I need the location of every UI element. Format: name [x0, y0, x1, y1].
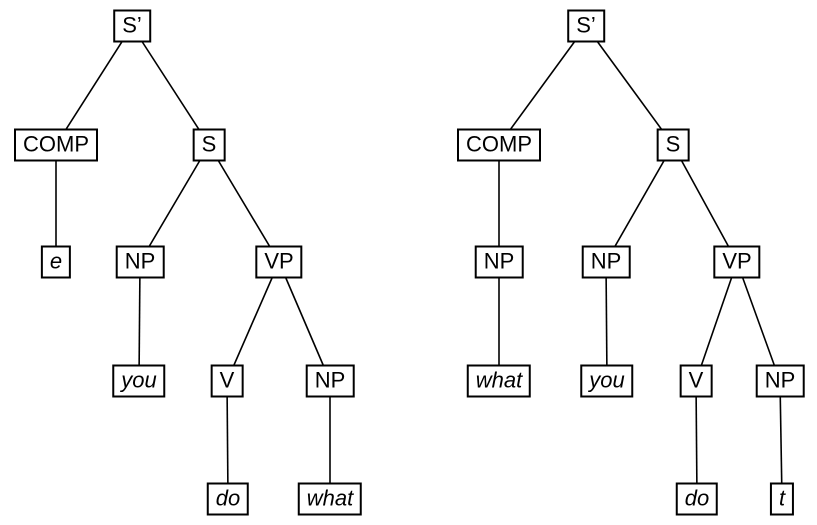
tree-right-edge-s-bar-comp — [498, 25, 587, 146]
tree-right-node-t: t — [769, 482, 795, 516]
tree-left-edge-s-bar-s — [131, 25, 210, 146]
tree-right-node-what: what — [466, 364, 532, 398]
tree-right-edge-s-bar-s — [585, 25, 674, 146]
tree-left-node-np-subj: NP — [115, 245, 165, 279]
tree-right-edge-np-obj-t — [779, 380, 783, 500]
tree-left-node-what: what — [297, 482, 363, 516]
tree-left-edge-s-np-subj — [139, 144, 210, 263]
tree-left-node-comp: COMP — [14, 128, 98, 162]
tree-right-edge-vp-np-obj — [736, 261, 781, 382]
tree-left-node-np-obj: NP — [305, 364, 355, 398]
tree-right-node-vp: VP — [713, 245, 761, 279]
tree-left-node-e: e — [40, 245, 72, 279]
tree-left-edge-vp-np-obj — [278, 261, 331, 382]
tree-right-node-np-comp: NP — [474, 245, 524, 279]
tree-left-edge-vp-v — [226, 261, 280, 382]
tree-right-edge-np-subj-you — [605, 261, 608, 382]
tree-left-node-s-bar: S’ — [113, 9, 151, 43]
tree-left-node-v: V — [210, 364, 244, 398]
tree-right-edge-v-do — [695, 380, 698, 500]
tree-right-edge-vp-v — [695, 261, 738, 382]
tree-left-edge-s-vp — [208, 144, 280, 263]
tree-right-node-np-subj: NP — [581, 245, 631, 279]
tree-right-edge-s-vp — [672, 144, 738, 263]
tree-left-edge-v-do — [226, 380, 229, 500]
tree-right-node-comp: COMP — [457, 128, 541, 162]
tree-left-node-s: S — [192, 128, 226, 162]
tree-left-node-you: you — [112, 364, 166, 398]
tree-left-node-vp: VP — [255, 245, 303, 279]
tree-right-node-v: V — [679, 364, 713, 398]
tree-right-node-do: do — [675, 482, 719, 516]
tree-right-node-np-obj: NP — [755, 364, 805, 398]
tree-left-node-do: do — [206, 482, 250, 516]
tree-left-edge-s-bar-comp — [55, 25, 133, 146]
tree-right-node-you: you — [580, 364, 634, 398]
tree-right-node-s: S — [656, 128, 690, 162]
tree-right-edge-s-np-subj — [605, 144, 674, 263]
tree-right-node-s-bar: S’ — [567, 9, 605, 43]
tree-left-edge-np-subj-you — [138, 261, 141, 382]
